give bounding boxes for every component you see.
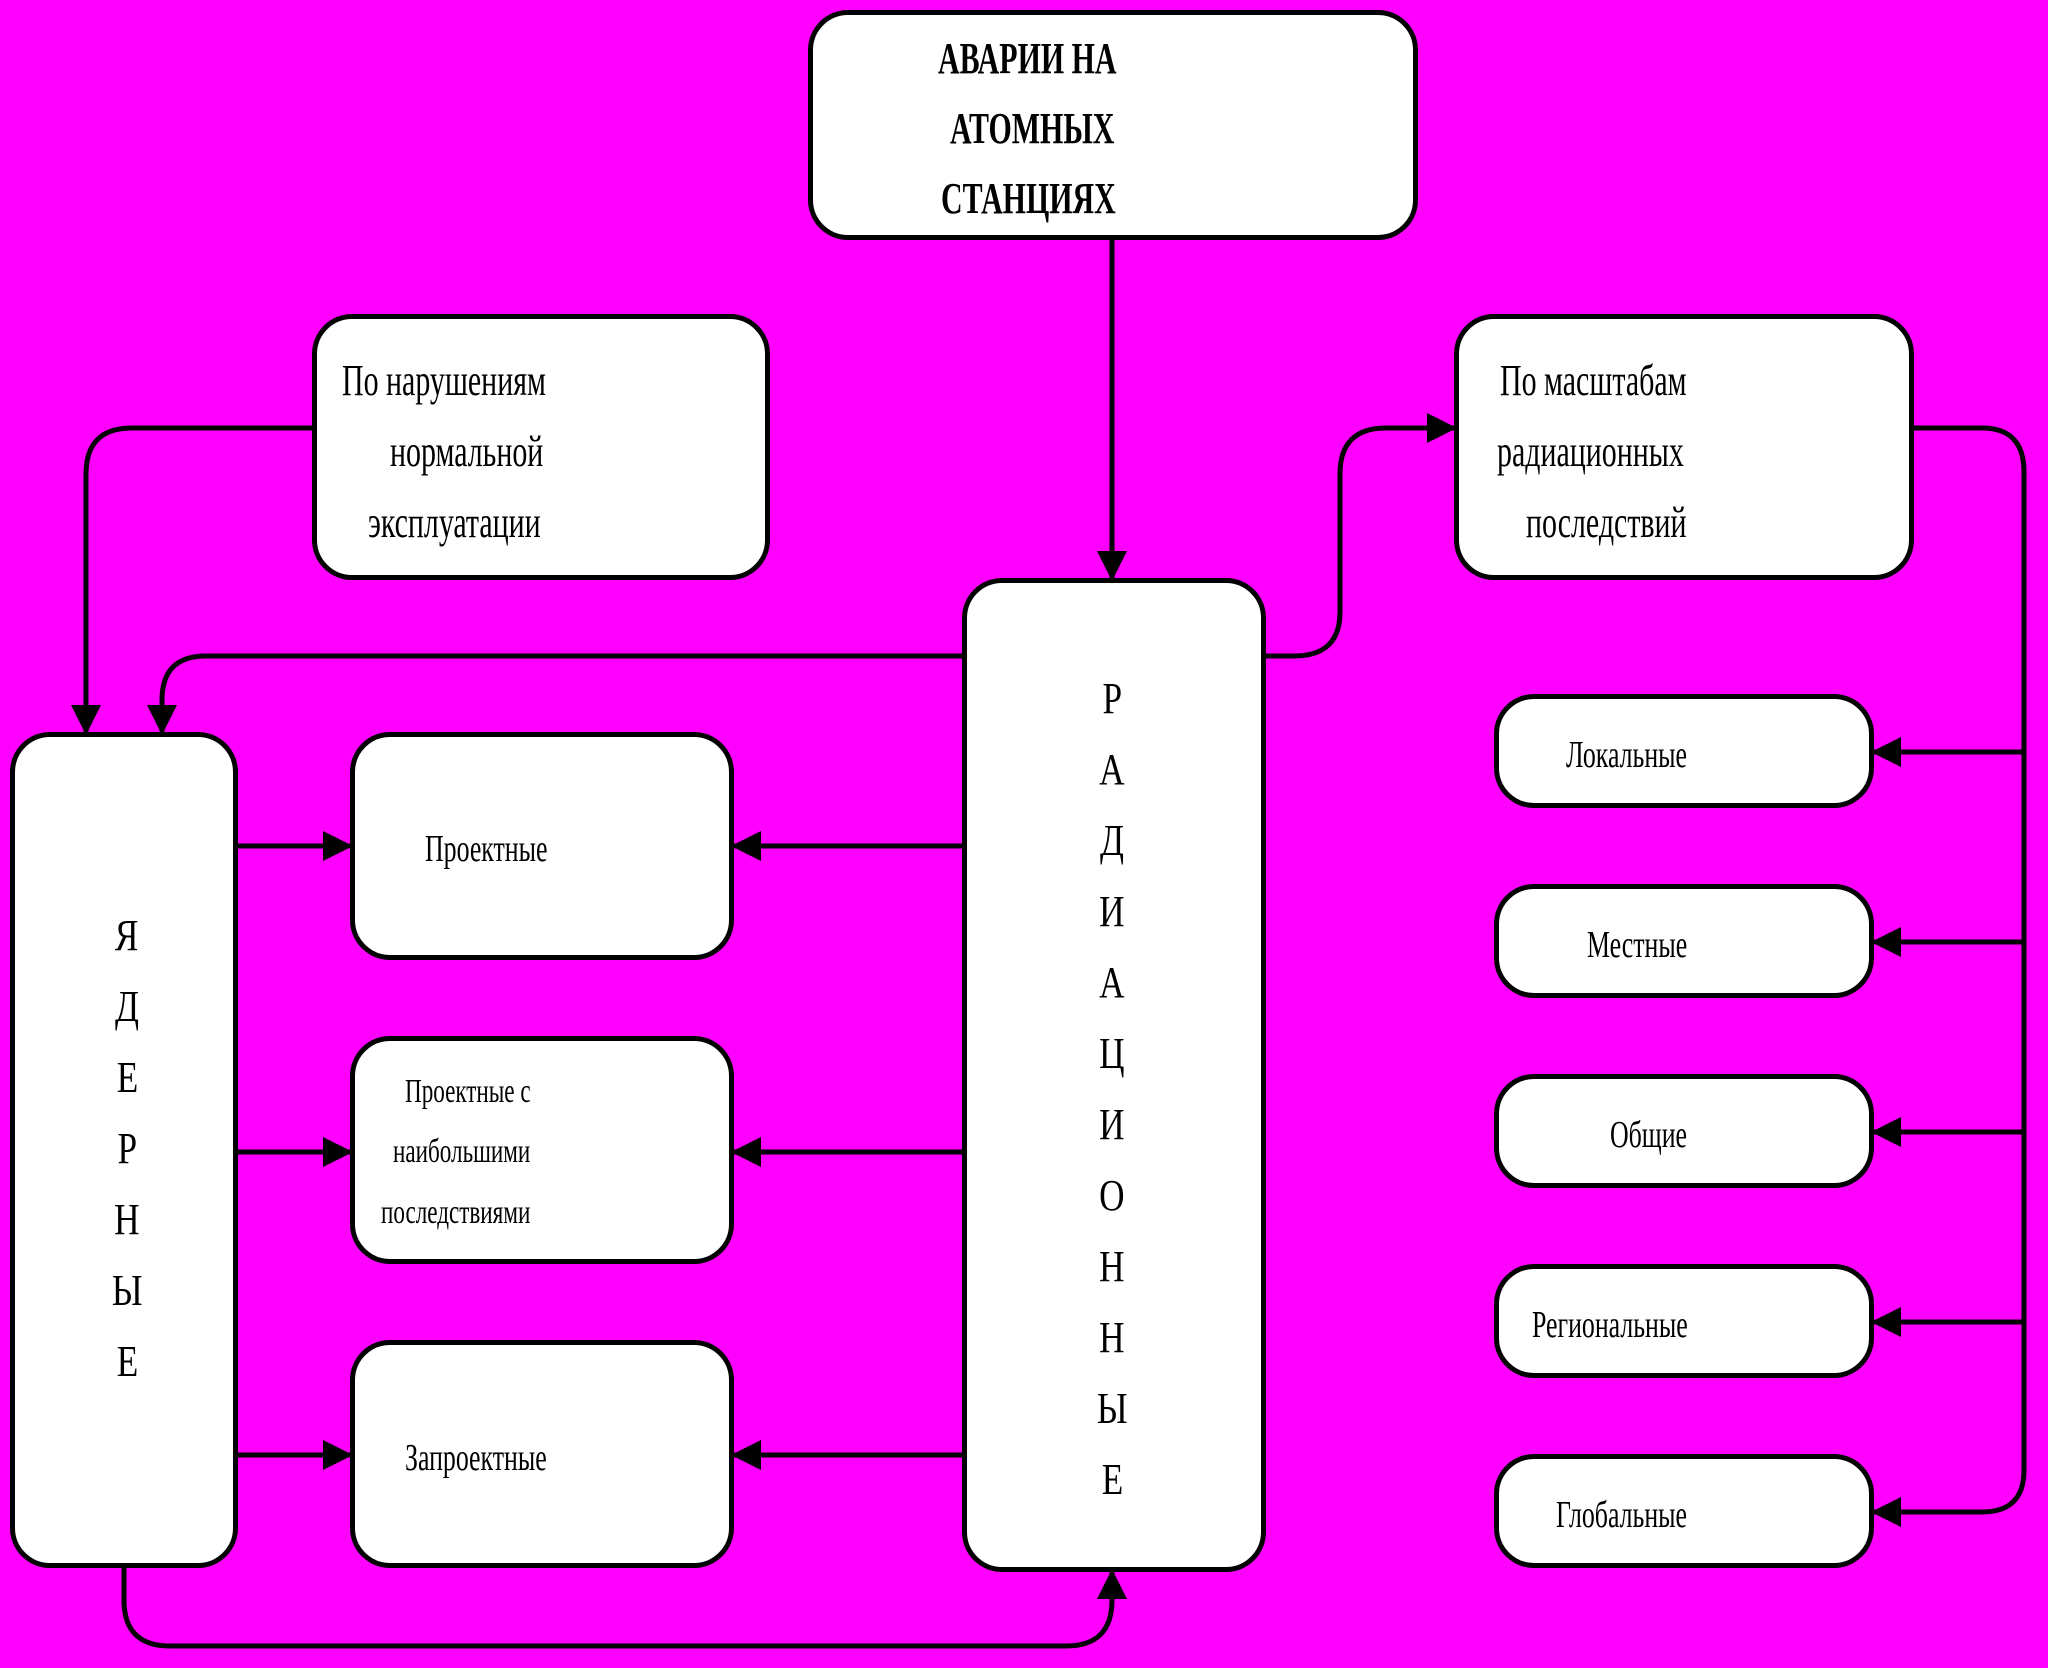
regional-local-box: Местные [1494, 884, 1874, 998]
radiation-letter: О [1099, 1171, 1125, 1220]
radiation-box: Р А Д И А Ц И О Н Н Ы Е [962, 578, 1266, 1572]
scale-box: По масштабам радиационных последствий [1454, 314, 1914, 580]
nuclear-letter: Е [116, 1337, 138, 1386]
beyond-design-box: Запроектные [350, 1340, 734, 1568]
root-line-2: АТОМНЫХ [950, 104, 1115, 153]
radiation-letter: И [1099, 1100, 1125, 1149]
global-label: Глобальные [1556, 1494, 1687, 1536]
regional-label: Региональные [1532, 1304, 1688, 1346]
design-max-box: Проектные с наибольшими последствиями [350, 1036, 734, 1264]
radiation-letter: А [1099, 958, 1125, 1007]
design-max-line-2: наибольшими [393, 1133, 531, 1170]
connector-radiation-to-scale [1266, 413, 1457, 659]
beyond-design-label: Запроектные [405, 1437, 547, 1479]
radiation-letter: Ц [1099, 1029, 1125, 1078]
radiation-letter: А [1099, 745, 1125, 794]
scale-line-1: По масштабам [1500, 356, 1687, 405]
regional-box: Региональные [1494, 1264, 1874, 1378]
nuclear-letter: Р [117, 1124, 137, 1173]
connector-nuclear-to-radiation-bottom [121, 1568, 1127, 1649]
design-label: Проектные [425, 828, 548, 870]
radiation-vertical-label: Р А Д И А Ц И О Н Н Ы Е [1087, 663, 1137, 1515]
radiation-letter: Р [1102, 674, 1122, 723]
violations-line-1: По нарушениям [342, 356, 546, 405]
radiation-letter: Ы [1096, 1384, 1128, 1433]
nuclear-letter: Н [114, 1195, 140, 1244]
nuclear-vertical-label: Я Д Е Р Н Ы Е [102, 900, 152, 1397]
connector-radiation-to-nuclear [147, 653, 962, 735]
general-box: Общие [1494, 1074, 1874, 1188]
violations-box: По нарушениям нормальной эксплуатации [312, 314, 770, 580]
root-box: АВАРИИ НА АТОМНЫХ СТАНЦИЯХ [808, 10, 1418, 240]
general-label: Общие [1610, 1114, 1688, 1156]
radiation-letter: И [1099, 887, 1125, 936]
radiation-letter: Д [1099, 816, 1124, 865]
root-line-1: АВАРИИ НА [938, 34, 1117, 83]
global-box: Глобальные [1494, 1454, 1874, 1568]
radiation-letter: Н [1099, 1313, 1125, 1362]
connector-scale-trunk [1871, 425, 2027, 1527]
violations-line-2: нормальной [390, 427, 544, 476]
nuclear-box: Я Д Е Р Н Ы Е [10, 732, 238, 1568]
radiation-letter: Н [1099, 1242, 1125, 1291]
design-max-line-3: последствиями [381, 1194, 531, 1231]
scale-line-2: радиационных [1497, 427, 1684, 476]
design-box: Проектные [350, 732, 734, 960]
nuclear-letter: Я [115, 911, 139, 960]
radiation-letter: Е [1101, 1455, 1123, 1504]
connector-violations-to-nuclear [71, 425, 312, 735]
violations-line-3: эксплуатации [368, 498, 541, 547]
local-label: Локальные [1566, 734, 1688, 776]
design-max-line-1: Проектные с [405, 1073, 531, 1110]
nuclear-letter: Д [114, 982, 139, 1031]
regional-local-label: Местные [1587, 924, 1688, 966]
nuclear-letter: Ы [111, 1266, 143, 1315]
nuclear-letter: Е [116, 1053, 138, 1102]
scale-line-3: последствий [1526, 498, 1687, 547]
root-line-3: СТАНЦИЯХ [941, 174, 1116, 223]
local-box: Локальные [1494, 694, 1874, 808]
